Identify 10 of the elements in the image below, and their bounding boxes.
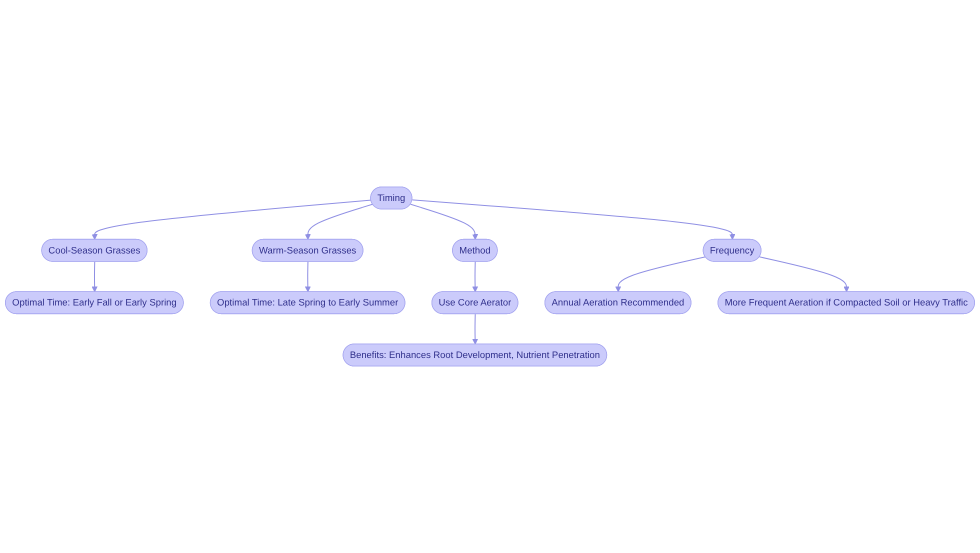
- arrow: [615, 256, 706, 292]
- arrow: [472, 262, 478, 292]
- arrow: [410, 204, 478, 240]
- arrow: [472, 314, 478, 345]
- arrow: [304, 204, 373, 240]
- arrow: [759, 256, 850, 292]
- arrow: [92, 262, 98, 292]
- arrow: [304, 262, 311, 292]
- arrow: [412, 199, 736, 240]
- arrow: [92, 200, 372, 240]
